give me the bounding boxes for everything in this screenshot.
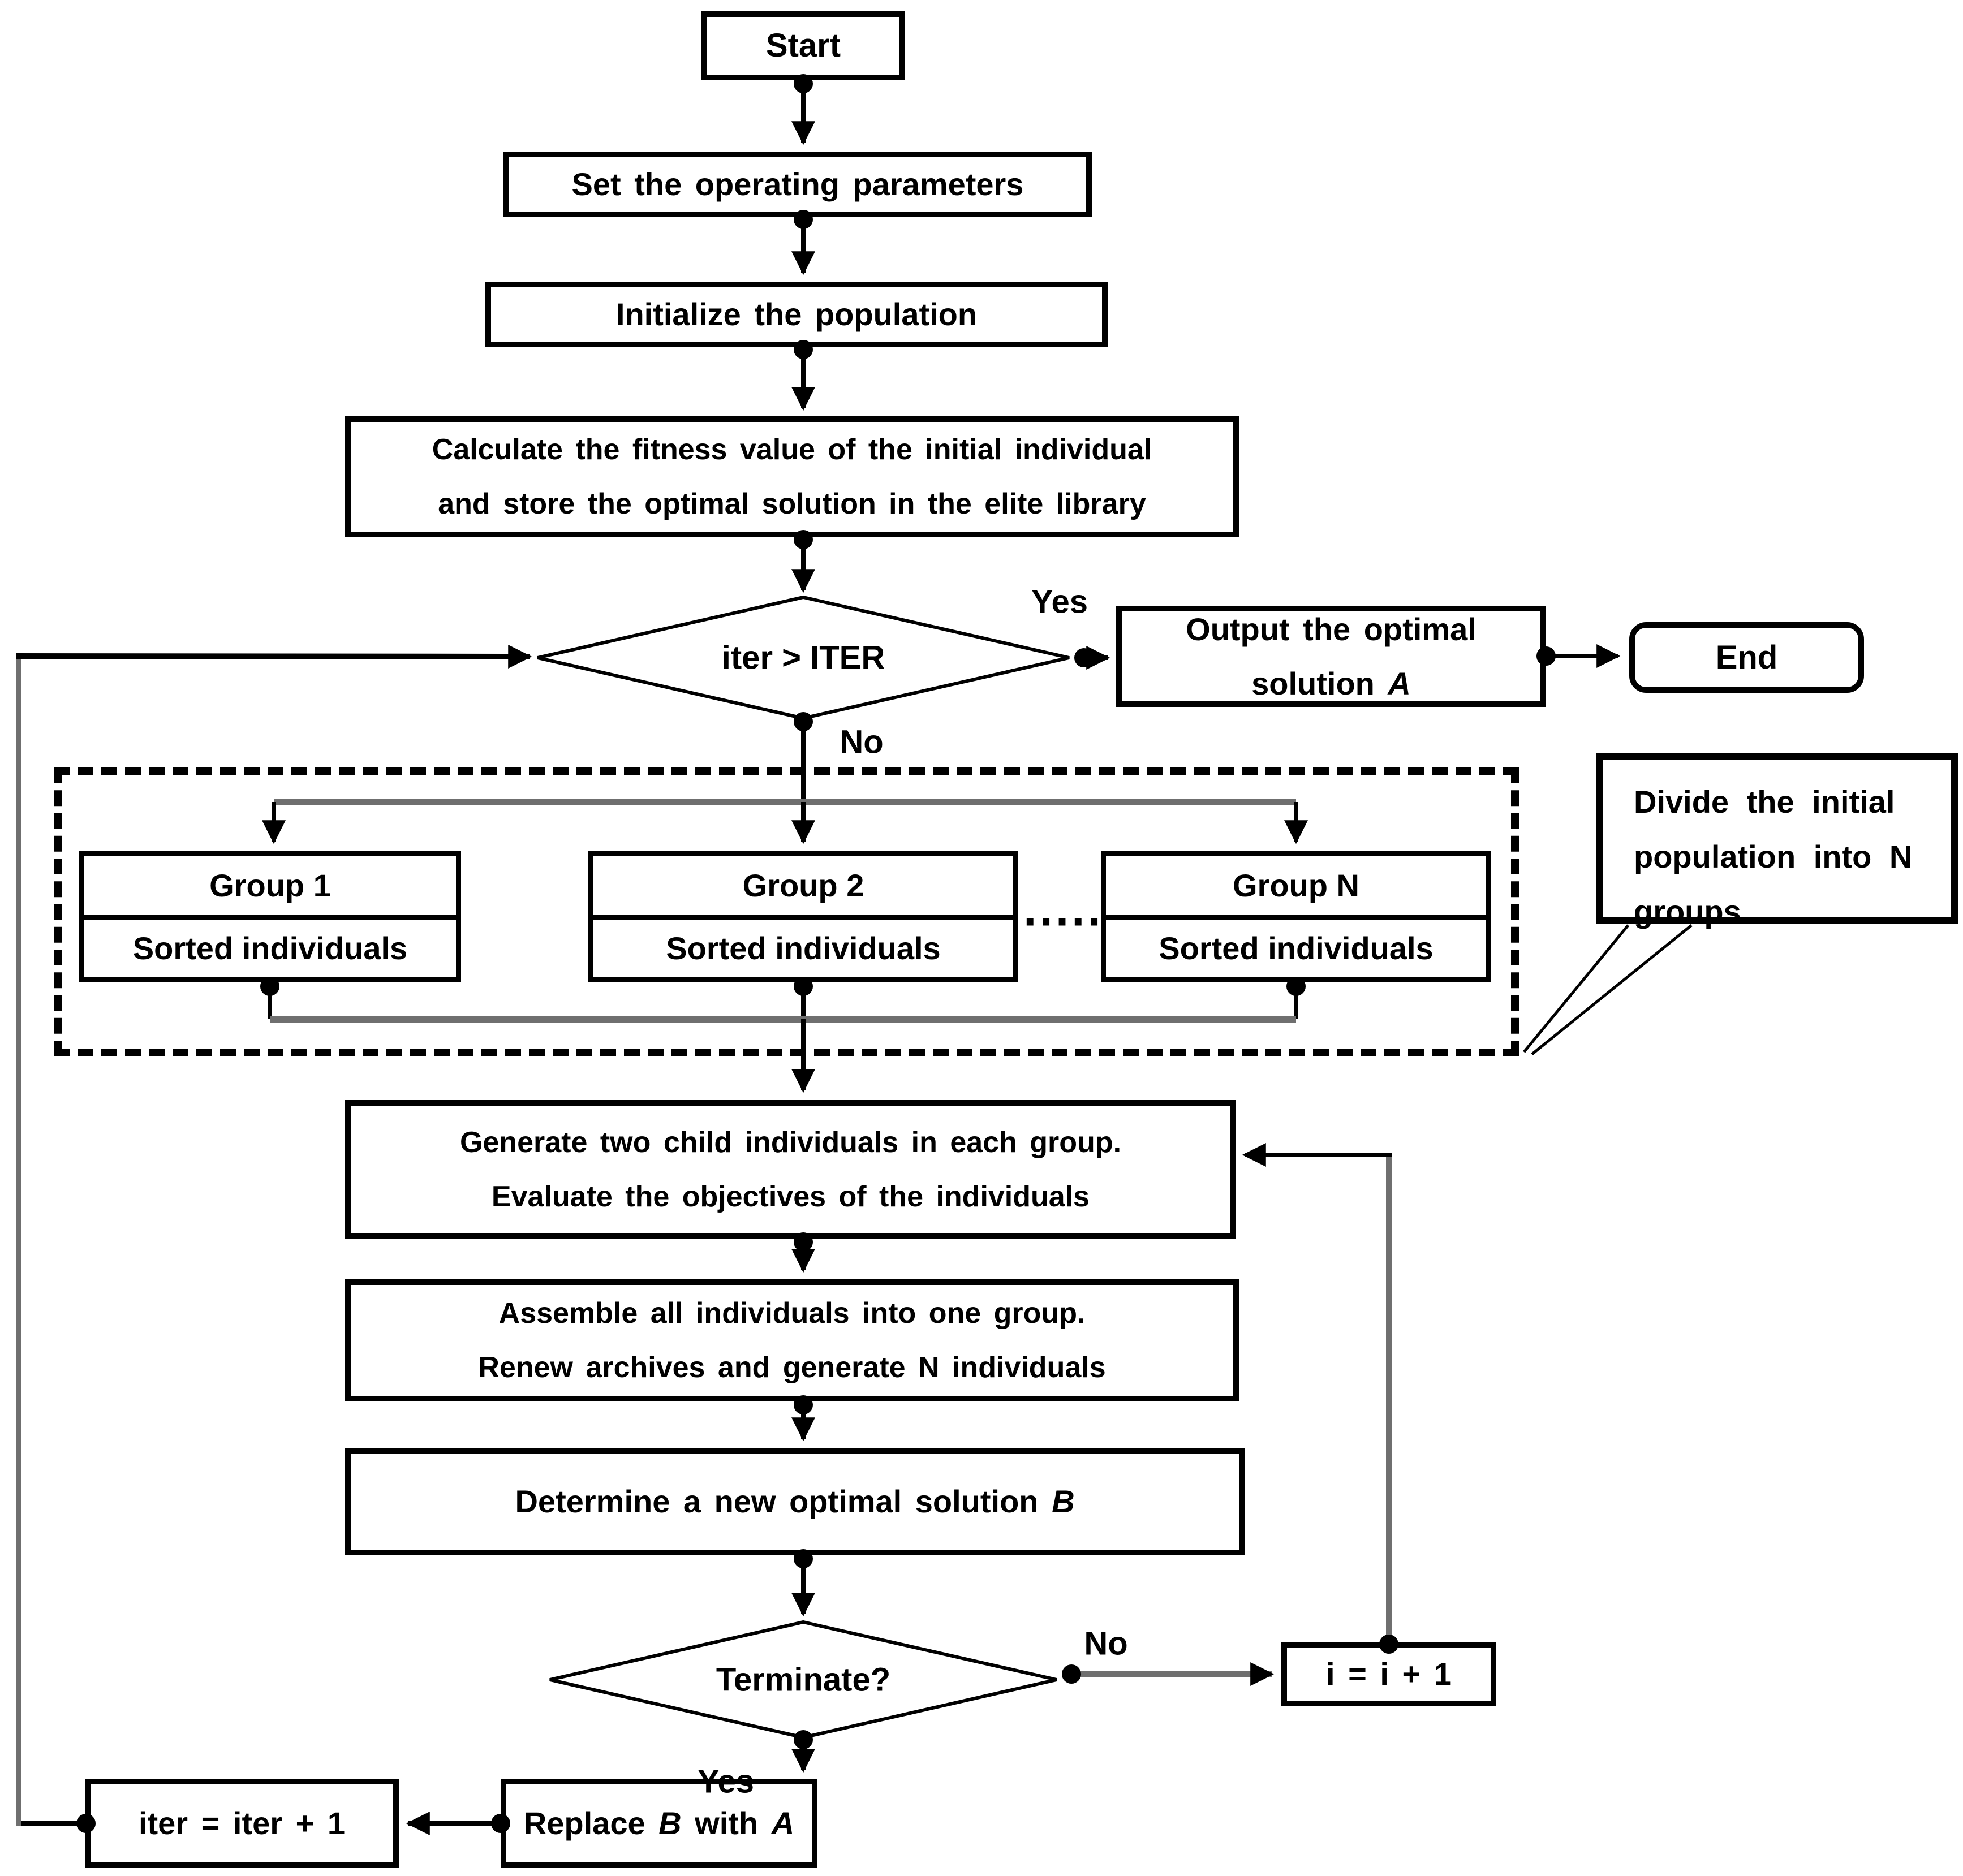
group1-sorted-individuals: Sorted individuals [132, 930, 408, 967]
groupN-node: Group N Sorted individuals [1101, 851, 1491, 982]
iter-increment-label: iter = iter + 1 [138, 1805, 346, 1841]
iter-check-no-label: No [840, 723, 884, 761]
terminate-yes-label: Yes [698, 1763, 754, 1800]
callout-line1: Divide the initial [1634, 784, 1895, 820]
i-increment-node: i = i + 1 [1281, 1642, 1496, 1706]
terminate-no-label: No [1084, 1625, 1128, 1662]
group1-title: Group 1 [84, 856, 456, 920]
start-label: Start [765, 27, 841, 64]
end-label: End [1715, 639, 1778, 676]
replace-b-with-a-node: Replace B with A [501, 1779, 817, 1868]
group1-node: Group 1 Sorted individuals [79, 851, 461, 982]
generate-children-line1: Generate two child individuals in each g… [459, 1125, 1122, 1159]
groupN-title: Group N [1106, 856, 1486, 920]
iter-check-yes-label: Yes [1031, 583, 1088, 620]
set-parameters-node: Set the operating parameters [503, 152, 1092, 217]
assemble-individuals-node: Assemble all individuals into one group.… [345, 1279, 1239, 1401]
end-node: End [1629, 622, 1864, 693]
groups-dashed-container [54, 767, 1519, 1056]
solution-a-italic: A [1388, 665, 1411, 701]
calculate-fitness-line1: Calculate the fitness value of the initi… [432, 433, 1152, 466]
determine-solution-node: Determine a new optimal solution B [345, 1448, 1245, 1555]
calculate-fitness-line2: and store the optimal solution in the el… [438, 488, 1146, 520]
iter-check-label: iter > ITER [721, 639, 885, 676]
calculate-fitness-node: Calculate the fitness value of the initi… [345, 416, 1239, 537]
terminate-check-label: Terminate? [716, 1661, 891, 1698]
output-optimal-node: Output the optimal solution A [1116, 606, 1546, 707]
divide-population-callout: Divide the initial population into N gro… [1596, 753, 1958, 929]
callout-line2: population into N [1634, 839, 1913, 874]
solution-b-italic: B [1052, 1483, 1075, 1519]
group2-node: Group 2 Sorted individuals [588, 851, 1018, 982]
output-optimal-line1: Output the optimal [1186, 611, 1476, 647]
replace-b-italic: B [658, 1805, 682, 1841]
determine-solution-label: Determine a new optimal solution B [515, 1483, 1075, 1519]
callout-tail-line-1 [1523, 924, 1629, 1053]
initialize-population-node: Initialize the population [485, 282, 1108, 347]
groupN-sorted-individuals: Sorted individuals [1159, 930, 1433, 967]
generate-children-line2: Evaluate the objectives of the individua… [491, 1180, 1090, 1213]
i-increment-label: i = i + 1 [1326, 1656, 1452, 1692]
iter-increment-node: iter = iter + 1 [85, 1779, 399, 1868]
assemble-individuals-line1: Assemble all individuals into one group. [498, 1297, 1086, 1330]
start-node: Start [701, 11, 905, 80]
set-parameters-label: Set the operating parameters [571, 166, 1024, 202]
edge-outer-loop-to-itercheck [16, 644, 532, 669]
group2-title: Group 2 [593, 856, 1013, 920]
callout-line3: groups [1634, 894, 1741, 929]
replace-b-with-a-label: Replace B with A [523, 1805, 795, 1841]
group2-sorted-individuals: Sorted individuals [666, 930, 941, 967]
generate-children-node: Generate two child individuals in each g… [345, 1100, 1236, 1239]
callout-tail-line-2 [1531, 924, 1693, 1055]
output-optimal-line2: solution A [1251, 665, 1411, 701]
group-ellipsis: ..... [1023, 882, 1104, 936]
replace-a-italic: A [771, 1805, 795, 1841]
initialize-population-label: Initialize the population [615, 296, 978, 332]
assemble-individuals-line2: Renew archives and generate N individual… [478, 1351, 1106, 1384]
